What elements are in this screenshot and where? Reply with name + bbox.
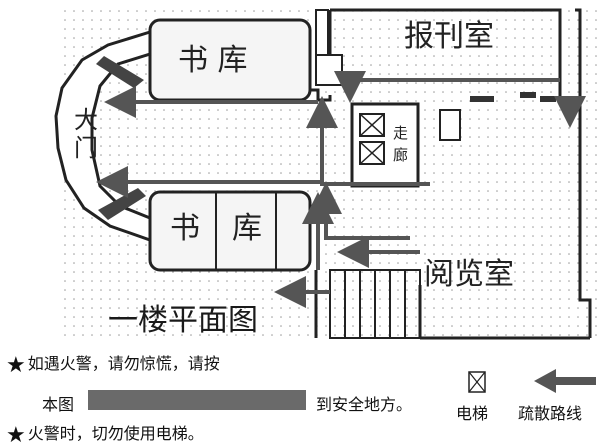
corridor-label-1: 走 [393,124,408,142]
desk [520,92,536,98]
pillar-box [315,54,343,86]
note-text-2-prefix: 本图 [42,395,75,414]
gate-door [98,188,146,220]
elevator-cross [359,141,385,165]
gate-door [96,56,144,88]
star-icon: ★ [6,353,26,378]
staircase [329,269,421,339]
evacuation-routes [96,71,586,308]
note-text-3: 火警时，切勿使用电梯。 [27,424,204,443]
note-line-2-suffix: 到安全地方。 [316,391,412,415]
map-caption: 一楼平面图 [108,303,258,338]
route-arrow-icon [534,369,596,393]
desk [470,96,494,102]
note-text-2-suffix: 到安全地方。 [316,395,413,414]
legend-route-label: 疏散路线 [518,404,583,423]
desk [540,96,556,102]
desk [439,109,461,141]
room-label-periodical: 报刊室 [404,19,494,54]
elevator-cross [359,113,385,137]
room-label-reading: 阅览室 [424,257,514,292]
main-gate [54,29,152,243]
note-line-3: ★火警时，切勿使用电梯。 [6,420,204,448]
elevator-icon [468,371,486,393]
pillar [315,9,329,61]
legend-elevator-label: 电梯 [456,404,489,423]
evacuation-swatch [88,390,306,410]
note-line-2-prefix: 本图 [42,391,74,415]
room-label-bookstore-top: 书 库 [178,43,248,78]
room-label-bookstore-bottom-left: 书 [170,211,200,246]
star-icon: ★ [6,423,26,448]
gate-label-1: 大 [74,106,98,134]
room-label-bookstore-bottom-right: 库 [232,211,262,246]
note-line-1: ★如遇火警，请勿惊慌，请按 [6,350,220,378]
gate-label-2: 门 [74,134,98,162]
note-text-1: 如遇火警，请勿惊慌，请按 [27,354,220,373]
corridor-label-2: 廊 [393,146,408,164]
